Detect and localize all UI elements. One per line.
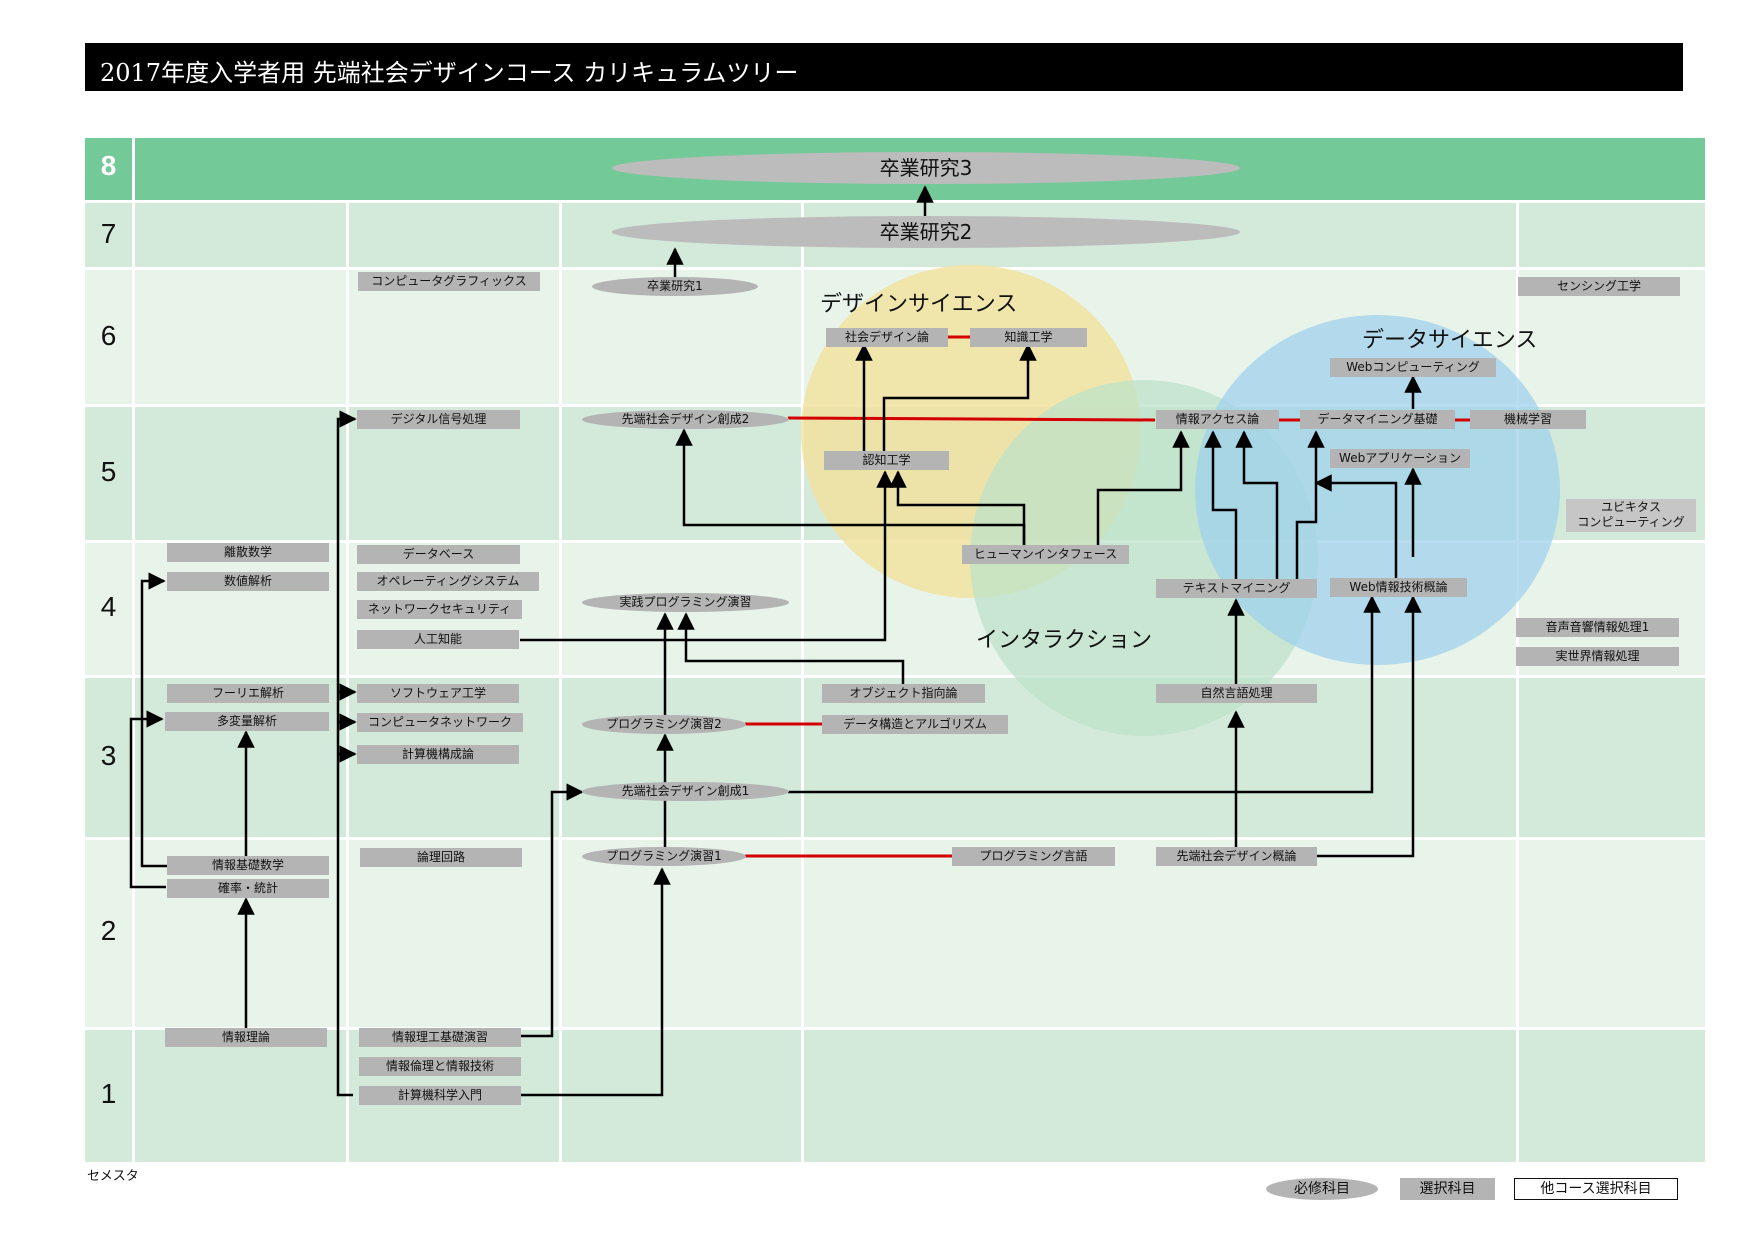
- semester-label-5: 5: [100, 456, 117, 487]
- semester-label-8: 8: [100, 150, 117, 181]
- interaction-label: インタラクション: [976, 628, 1153, 653]
- course-sentan-gairon[interactable]: 先端社会デザイン概論: [1156, 847, 1317, 866]
- course-ai[interactable]: 人工知能: [357, 630, 519, 649]
- design-science-label: デザインサイエンス: [820, 292, 1018, 317]
- semester-label-4: 4: [100, 591, 117, 622]
- course-sotsuken2[interactable]: 卒業研究2: [612, 216, 1240, 248]
- course-jitsusekai[interactable]: 実世界情報処理: [1516, 647, 1679, 666]
- course-kakuritsu[interactable]: 確率・統計: [167, 879, 329, 898]
- course-object[interactable]: オブジェクト指向論: [822, 684, 985, 703]
- course-shakai-design[interactable]: 社会デザイン論: [826, 328, 948, 347]
- legend-elective: 選択科目: [1400, 1178, 1495, 1200]
- course-os[interactable]: オペレーティングシステム: [357, 572, 539, 591]
- semester-label-6: 6: [100, 320, 117, 351]
- semester-label-3: 3: [100, 740, 117, 771]
- course-info-access[interactable]: 情報アクセス論: [1156, 410, 1279, 429]
- course-sentan-sosei2[interactable]: 先端社会デザイン創成2: [582, 410, 789, 429]
- course-web-computing[interactable]: Webコンピューティング: [1330, 358, 1496, 377]
- course-ronri[interactable]: 論理回路: [360, 848, 522, 867]
- course-digital-signal[interactable]: デジタル信号処理: [357, 410, 520, 429]
- course-machine-learning[interactable]: 機械学習: [1470, 410, 1586, 429]
- legend-required: 必修科目: [1266, 1178, 1378, 1200]
- course-text-mining[interactable]: テキストマイニング: [1156, 579, 1317, 598]
- course-keisanki-kosei[interactable]: 計算機構成論: [357, 745, 519, 764]
- semester-label-2: 2: [100, 915, 117, 946]
- course-fourier[interactable]: フーリエ解析: [167, 684, 329, 703]
- course-rinri[interactable]: 情報倫理と情報技術: [359, 1057, 521, 1076]
- course-prog-lang[interactable]: プログラミング言語: [952, 847, 1115, 866]
- course-jissen-prog[interactable]: 実践プログラミング演習: [582, 593, 789, 612]
- course-data-structure[interactable]: データ構造とアルゴリズム: [822, 715, 1008, 734]
- course-suuchi[interactable]: 数値解析: [167, 572, 329, 591]
- course-prog2[interactable]: プログラミング演習2: [582, 715, 746, 734]
- course-sotsuken3[interactable]: 卒業研究3: [612, 152, 1240, 184]
- course-risan[interactable]: 離散数学: [167, 543, 329, 562]
- course-net-security[interactable]: ネットワークセキュリティ: [357, 600, 522, 619]
- course-sotsuken1[interactable]: 卒業研究1: [592, 277, 758, 296]
- course-hci[interactable]: ヒューマンインタフェース: [962, 545, 1129, 564]
- semester-label-1: 1: [100, 1078, 117, 1109]
- semester-label-7: 7: [100, 218, 117, 249]
- semester-axis-label: セメスタ: [87, 1169, 139, 1184]
- course-data-mining[interactable]: データマイニング基礎: [1300, 410, 1455, 429]
- data-science-label: データサイエンス: [1362, 328, 1538, 353]
- band-2: [85, 838, 1705, 1028]
- course-tahenryo[interactable]: 多変量解析: [165, 712, 329, 731]
- legend-other-course: 他コース選択科目: [1514, 1178, 1678, 1200]
- course-software[interactable]: ソフトウェア工学: [357, 684, 519, 703]
- course-comp-network[interactable]: コンピュータネットワーク: [357, 713, 523, 732]
- course-keisanki-nyumon[interactable]: 計算機科学入門: [359, 1086, 521, 1105]
- page-title: 2017年度入学者用 先端社会デザインコース カリキュラムツリー: [100, 59, 799, 87]
- course-kiso-math[interactable]: 情報基礎数学: [167, 856, 329, 875]
- course-riko-kiso[interactable]: 情報理工基礎演習: [359, 1028, 521, 1047]
- course-sentan-sosei1[interactable]: 先端社会デザイン創成1: [582, 782, 789, 801]
- course-web-app[interactable]: Webアプリケーション: [1330, 449, 1470, 468]
- course-nlp[interactable]: 自然言語処理: [1156, 684, 1317, 703]
- course-sensing[interactable]: センシング工学: [1518, 277, 1680, 296]
- course-prog1[interactable]: プログラミング演習1: [582, 847, 746, 866]
- course-chishiki[interactable]: 知識工学: [970, 328, 1087, 347]
- course-web-joho[interactable]: Web情報技術概論: [1330, 578, 1467, 597]
- course-ubiquitous[interactable]: ユビキタス コンピューティング: [1566, 499, 1696, 532]
- course-ninchi[interactable]: 認知工学: [824, 451, 949, 470]
- title-bar: 2017年度入学者用 先端社会デザインコース カリキュラムツリー: [85, 43, 1683, 91]
- band-1: [85, 1028, 1705, 1162]
- course-joho-riron[interactable]: 情報理論: [165, 1028, 327, 1047]
- course-cg[interactable]: コンピュータグラフィックス: [358, 272, 540, 291]
- course-onsei[interactable]: 音声音響情報処理1: [1516, 618, 1679, 637]
- course-database[interactable]: データベース: [357, 545, 520, 564]
